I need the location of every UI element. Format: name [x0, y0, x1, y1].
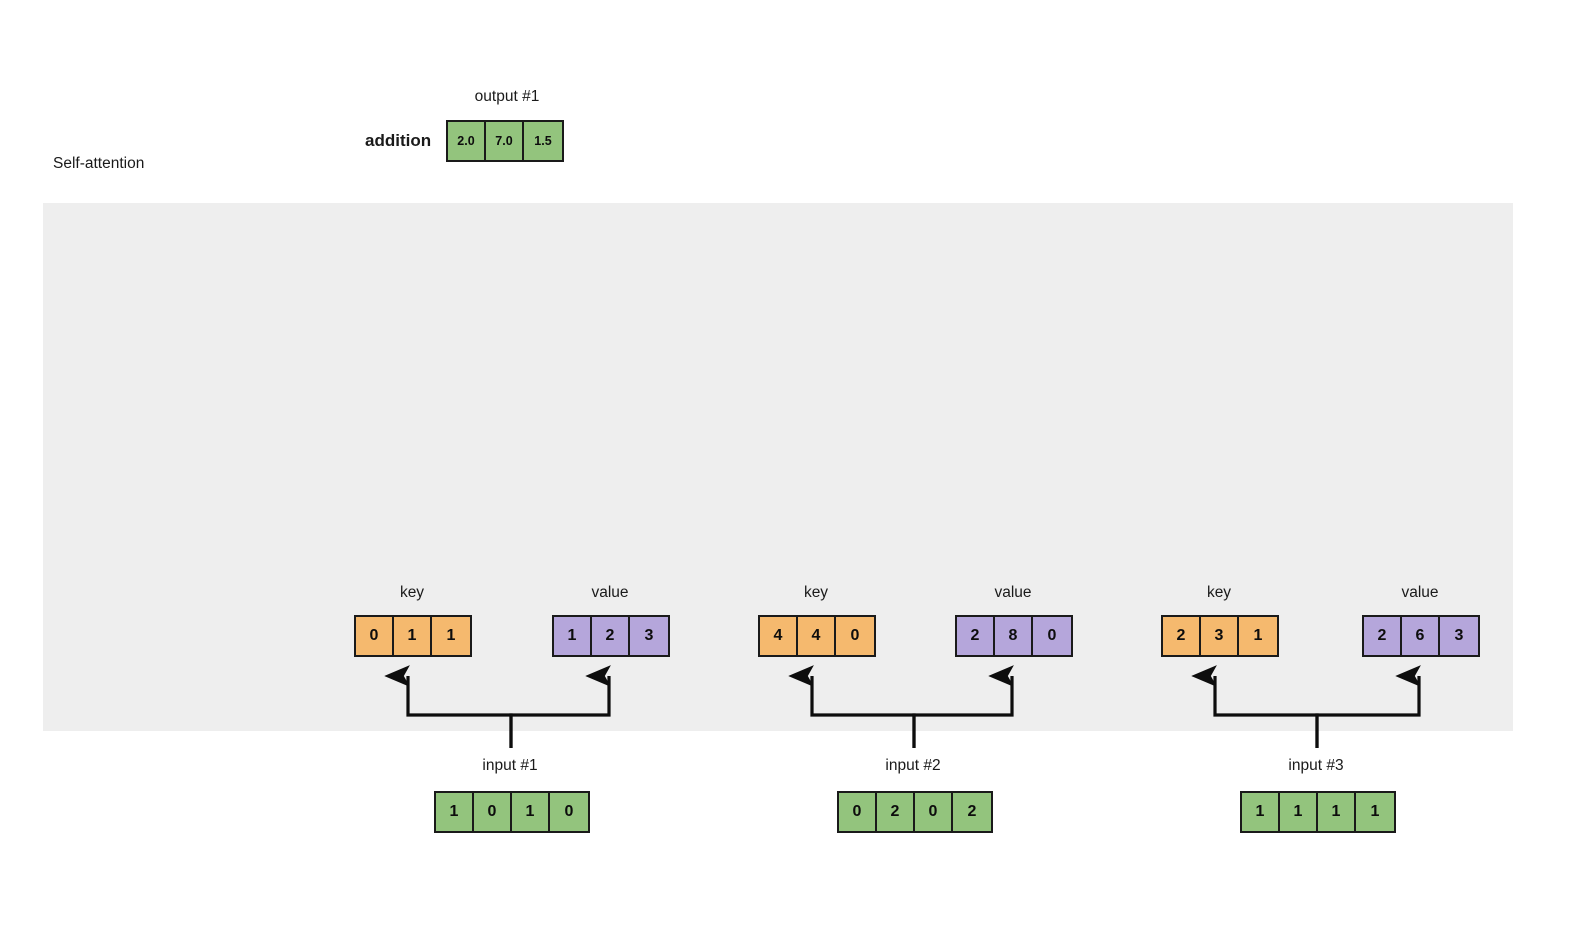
input-vector-1: 1 0 1 0 — [434, 791, 590, 833]
value-cell: 2 — [957, 617, 995, 655]
value-cell: 0 — [1033, 617, 1071, 655]
input-caption-2: input #2 — [885, 757, 941, 774]
value-caption-1: value — [591, 584, 629, 601]
input-cell: 1 — [512, 793, 550, 831]
output-caption: output #1 — [474, 88, 540, 105]
key-vector-1: 0 1 1 — [354, 615, 472, 657]
key-caption-3: key — [1206, 584, 1232, 601]
key-cell: 4 — [798, 617, 836, 655]
key-vector-2: 4 4 0 — [758, 615, 876, 657]
input-cell: 2 — [953, 793, 991, 831]
value-cell: 2 — [592, 617, 630, 655]
input-cell: 1 — [1280, 793, 1318, 831]
value-vector-3: 2 6 3 — [1362, 615, 1480, 657]
input-cell: 1 — [1318, 793, 1356, 831]
output-vector: 2.0 7.0 1.5 — [446, 120, 564, 162]
value-vector-2: 2 8 0 — [955, 615, 1073, 657]
key-caption-2: key — [803, 584, 829, 601]
input-cell: 0 — [550, 793, 588, 831]
key-cell: 1 — [394, 617, 432, 655]
self-attention-label: Self-attention — [53, 155, 145, 172]
key-cell: 2 — [1163, 617, 1201, 655]
key-cell: 4 — [760, 617, 798, 655]
output-cell: 1.5 — [524, 122, 562, 160]
input-cell: 1 — [436, 793, 474, 831]
key-cell: 1 — [432, 617, 470, 655]
input-caption-1: input #1 — [482, 757, 538, 774]
input-cell: 0 — [474, 793, 512, 831]
input-cell: 2 — [877, 793, 915, 831]
value-cell: 2 — [1364, 617, 1402, 655]
value-cell: 3 — [630, 617, 668, 655]
input-cell: 1 — [1356, 793, 1394, 831]
addition-label: addition — [365, 131, 432, 150]
value-cell: 6 — [1402, 617, 1440, 655]
key-cell: 0 — [836, 617, 874, 655]
input-vector-3: 1 1 1 1 — [1240, 791, 1396, 833]
value-vector-1: 1 2 3 — [552, 615, 670, 657]
input-vector-2: 0 2 0 2 — [837, 791, 993, 833]
input-caption-3: input #3 — [1288, 757, 1344, 774]
key-cell: 3 — [1201, 617, 1239, 655]
value-caption-3: value — [1401, 584, 1439, 601]
input-cell: 1 — [1242, 793, 1280, 831]
input-cell: 0 — [839, 793, 877, 831]
key-caption-1: key — [399, 584, 425, 601]
input-cell: 0 — [915, 793, 953, 831]
key-cell: 1 — [1239, 617, 1277, 655]
value-cell: 1 — [554, 617, 592, 655]
output-cell: 7.0 — [486, 122, 524, 160]
value-caption-2: value — [994, 584, 1032, 601]
key-vector-3: 2 3 1 — [1161, 615, 1279, 657]
key-cell: 0 — [356, 617, 394, 655]
value-cell: 3 — [1440, 617, 1478, 655]
value-cell: 8 — [995, 617, 1033, 655]
output-cell: 2.0 — [448, 122, 486, 160]
